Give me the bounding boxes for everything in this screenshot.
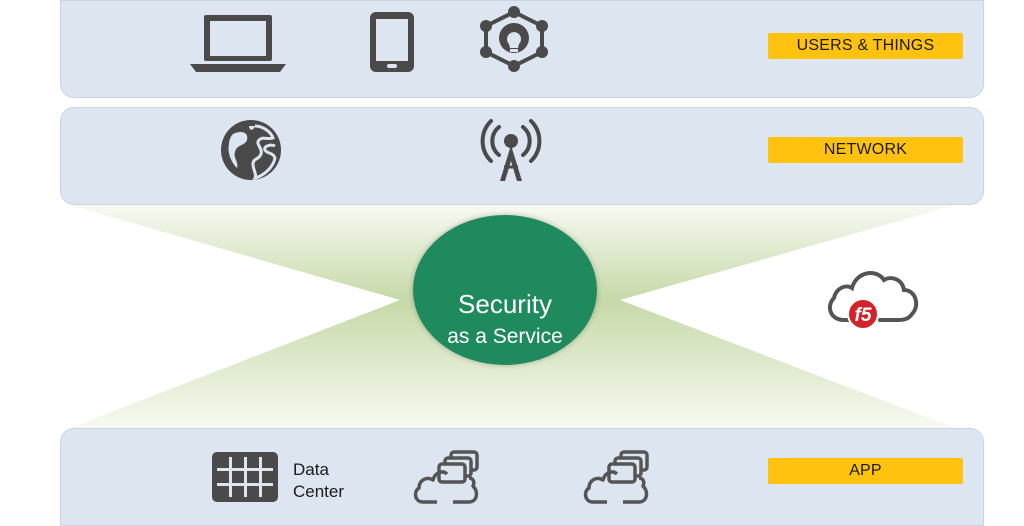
tablet-icon — [368, 10, 416, 74]
f5-cloud-icon: f5 — [822, 262, 922, 334]
center-subtitle: as a Service — [447, 325, 563, 348]
cell-tower-icon — [478, 117, 544, 183]
center-title: Security — [458, 289, 552, 319]
network-label: NETWORK — [768, 137, 963, 163]
data-center-label-line1: Data — [293, 460, 329, 479]
f5-badge-text: f5 — [855, 305, 872, 326]
security-as-a-service-circle — [413, 215, 597, 365]
cloud-servers-icon — [411, 448, 483, 506]
cloud-servers-icon — [581, 448, 653, 506]
app-label: APP — [768, 458, 963, 484]
data-center-icon — [212, 452, 278, 502]
users-things-label: USERS & THINGS — [768, 33, 963, 59]
globe-icon — [219, 118, 283, 182]
data-center-label-line2: Center — [293, 482, 345, 501]
laptop-icon — [188, 12, 288, 74]
iot-hub-icon — [476, 6, 552, 72]
